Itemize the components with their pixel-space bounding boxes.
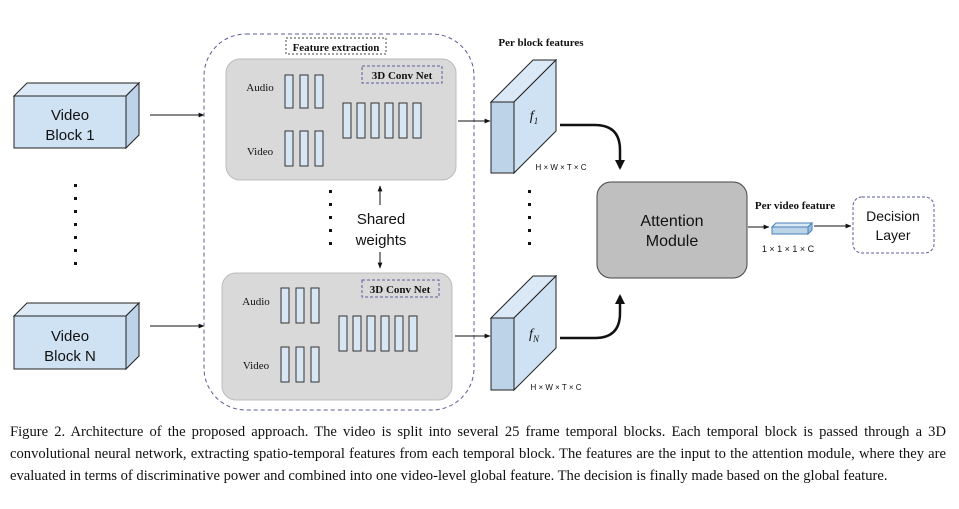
decision-layer-line2: Layer	[875, 227, 910, 243]
video-block-n-line2: Block N	[44, 348, 96, 365]
decision-layer: Decision Layer	[852, 196, 935, 254]
fn-dims: H × W × T × C	[530, 383, 581, 392]
feature-block-fn: fN H × W × T × C	[489, 274, 582, 392]
feature-extraction-region	[203, 33, 475, 411]
conv-net-bottom: 3D Conv Net Audio Video	[221, 272, 453, 401]
video-layers-top	[284, 130, 324, 167]
conv-net-top-label: 3D Conv Net	[372, 70, 433, 82]
feature-extraction-label-box	[285, 37, 387, 55]
video-block-1-line2: Block 1	[45, 127, 94, 144]
per-video-feature-label: Per video feature	[755, 200, 835, 212]
attention-module-line2: Module	[646, 233, 699, 250]
audio-label-top: Audio	[246, 82, 274, 94]
conv-net-top: 3D Conv Net Audio Video	[225, 58, 457, 181]
attention-module-line1: Attention	[640, 213, 703, 230]
audio-label-bottom: Audio	[242, 296, 270, 308]
audio-layers-bottom	[280, 287, 320, 324]
conv-ellipsis-dots	[329, 190, 332, 245]
shared-weights-line1: Shared	[357, 211, 405, 228]
video-block-n-line1: Video	[51, 328, 89, 345]
conv-net-bottom-label: 3D Conv Net	[370, 284, 431, 296]
video-feature-vector	[770, 221, 814, 236]
fused-layers-top	[342, 102, 422, 139]
per-block-features-label: Per block features	[498, 37, 584, 49]
audio-layers-top	[284, 74, 324, 109]
architecture-diagram: Video Block 1 Video Block N Feature extr…	[12, 33, 935, 411]
block-ellipsis-dots	[74, 184, 77, 265]
video-block-1: Video Block 1	[12, 81, 141, 150]
video-label-top: Video	[247, 146, 274, 158]
video-feature-dims: 1 × 1 × 1 × C	[762, 244, 815, 254]
shared-weights-line2: weights	[355, 232, 407, 249]
video-block-1-line1: Video	[51, 107, 89, 124]
arrow-f1-to-attention	[560, 123, 625, 170]
figure-caption: Figure 2. Architecture of the proposed a…	[10, 424, 946, 484]
arrow-fn-to-attention	[560, 294, 625, 340]
video-label-bottom: Video	[243, 360, 270, 372]
f1-dims: H × W × T × C	[535, 163, 586, 172]
feature-ellipsis-dots	[528, 190, 531, 245]
video-block-n: Video Block N	[12, 301, 141, 371]
video-layers-bottom	[280, 346, 320, 383]
feature-extraction-label: Feature extraction	[293, 42, 380, 54]
attention-module: Attention Module	[596, 181, 748, 279]
f1-symbol: f1	[530, 109, 538, 126]
feature-block-f1: f1 H × W × T × C	[489, 58, 587, 175]
decision-layer-line1: Decision	[866, 208, 920, 224]
fused-layers-bottom	[338, 315, 418, 352]
fn-symbol: fN	[529, 327, 540, 344]
